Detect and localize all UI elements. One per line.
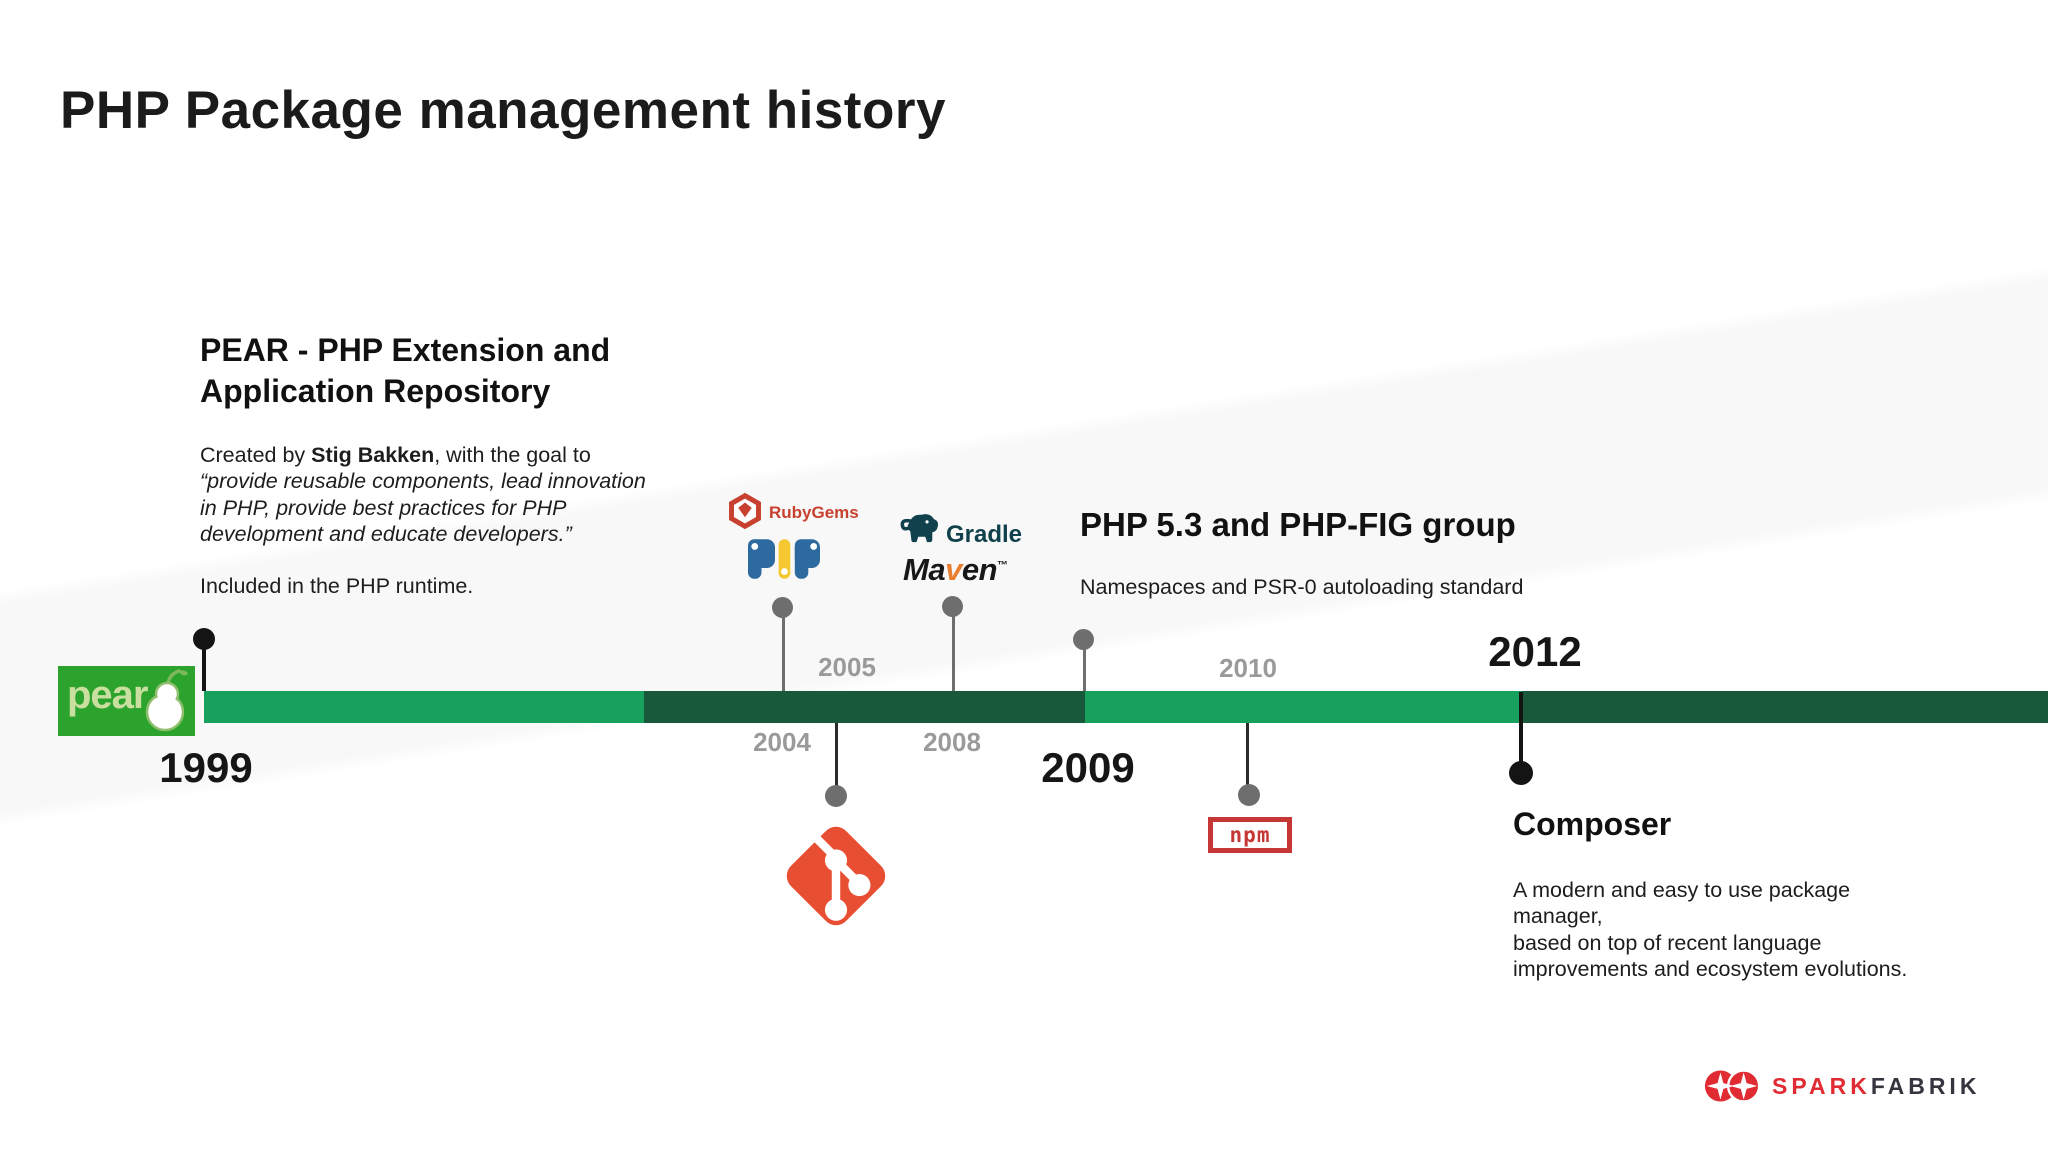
- marker-stem-2004: [835, 723, 838, 787]
- pear-logo: pear: [58, 666, 195, 736]
- marker-dot-2012: [1509, 761, 1533, 785]
- marker-dot-2010: [1238, 784, 1260, 806]
- slide-title: PHP Package management history: [60, 81, 946, 140]
- marker-dot-2008: [942, 596, 963, 617]
- gradle-label: Gradle: [946, 521, 1023, 548]
- event-composer-block: Composer A modern and easy to use packag…: [1513, 804, 1943, 983]
- year-label-1999: 1999: [159, 744, 253, 791]
- marker-dot-1999: [193, 628, 215, 650]
- pear-author: Stig Bakken: [311, 442, 435, 467]
- gradle-logo: Gradle: [898, 510, 1022, 551]
- year-label-2012: 2012: [1488, 628, 1582, 675]
- pear-fruit-icon: [137, 668, 193, 739]
- timeline-bar: [204, 691, 2048, 723]
- marker-stem-2005: [782, 616, 785, 691]
- year-label-2010: 2010: [1219, 653, 1277, 683]
- event-php53-block: PHP 5.3 and PHP-FIG group Namespaces and…: [1080, 506, 1523, 600]
- composer-body-line: A modern and easy to use package manager…: [1513, 877, 1851, 929]
- year-label-2008: 2008: [923, 727, 981, 757]
- pear-quote-line: “provide reusable components, lead innov…: [200, 469, 646, 494]
- marker-stem-2008: [952, 615, 955, 691]
- marker-stem-2010: [1246, 723, 1249, 786]
- rubygems-label: RubyGems: [769, 503, 859, 522]
- composer-heading: Composer: [1513, 806, 1672, 842]
- maven-logo: Maven™: [903, 552, 1008, 587]
- maven-trademark: ™: [997, 559, 1008, 572]
- sparkfabrik-logo: SPARKFABRIK: [1703, 1064, 1980, 1108]
- php53-heading: PHP 5.3 and PHP-FIG group: [1080, 506, 1516, 543]
- timeline-segment-1999-2004: [204, 691, 644, 723]
- marker-dot-2004: [825, 785, 847, 807]
- php53-subheading: Namespaces and PSR-0 autoloading standar…: [1080, 575, 1524, 599]
- composer-body: A modern and easy to use package manager…: [1513, 877, 1943, 983]
- pear-quote-line: in PHP, provide best practices for PHP: [200, 495, 567, 520]
- marker-stem-2009: [1083, 648, 1086, 691]
- timeline-segment-2012-end: [1522, 691, 2048, 723]
- composer-body-line: based on top of recent language: [1513, 930, 1822, 955]
- brand-spark: SPARK: [1772, 1072, 1871, 1099]
- year-label-2005: 2005: [818, 652, 876, 682]
- gradle-elephant-icon: [900, 514, 939, 543]
- npm-logo-text: npm: [1229, 822, 1271, 847]
- year-label-2009: 2009: [1041, 744, 1135, 791]
- brand-text: SPARKFABRIK: [1772, 1073, 1980, 1100]
- marker-stem-1999: [202, 648, 206, 691]
- marker-dot-2009: [1073, 629, 1094, 650]
- composer-body-line: improvements and ecosystem evolutions.: [1513, 957, 1908, 982]
- pear-logo-text: pear: [67, 673, 148, 717]
- pear-heading: PEAR - PHP Extension and Application Rep…: [200, 332, 611, 409]
- pip-icon: [748, 536, 820, 587]
- npm-logo: npm: [1208, 817, 1292, 853]
- pear-note: Included in the PHP runtime.: [200, 573, 474, 598]
- brand-fabrik: FABRIK: [1870, 1072, 1981, 1099]
- event-pear-block: PEAR - PHP Extension and Application Rep…: [200, 330, 700, 599]
- marker-dot-2005: [772, 597, 793, 618]
- pear-quote-line: development and educate developers.”: [200, 522, 572, 547]
- timeline-segment-2004-2009: [644, 691, 1085, 723]
- pear-created-line: Created by Stig Bakken, with the goal to: [200, 442, 591, 467]
- maven-v-accent: v: [945, 552, 962, 587]
- git-icon: [771, 811, 901, 946]
- rubygems-icon: [729, 492, 761, 530]
- year-label-2004: 2004: [753, 727, 811, 757]
- timeline-segment-2009-2012: [1085, 691, 1522, 723]
- marker-stem-2012: [1519, 692, 1523, 764]
- pear-body: Created by Stig Bakken, with the goal to…: [200, 442, 700, 548]
- rubygems-logo: RubyGems: [727, 492, 859, 534]
- sparkfabrik-icon: [1704, 1069, 1761, 1103]
